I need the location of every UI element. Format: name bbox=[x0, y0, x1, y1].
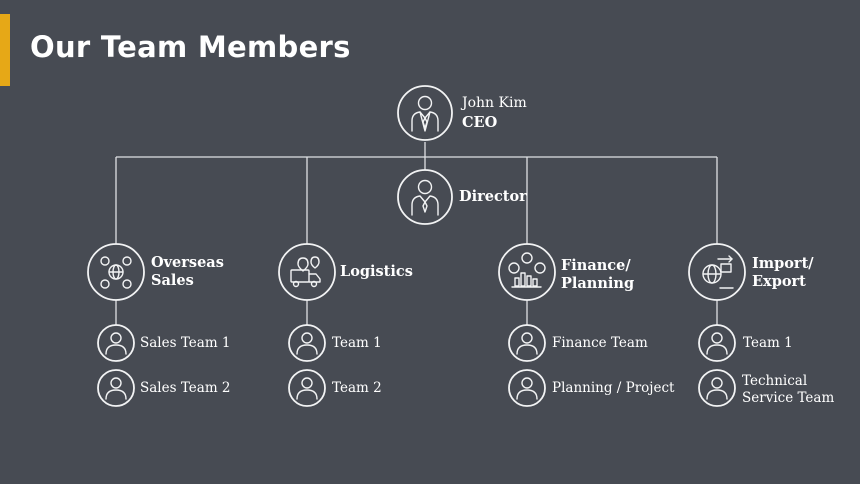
delivery-truck-icon bbox=[290, 256, 321, 288]
dept-node-overseas-sales bbox=[87, 243, 145, 301]
ceo-node bbox=[397, 85, 453, 141]
dept-label-finance-line2: Planning bbox=[561, 275, 635, 292]
dept-label-import-line1: Import/ bbox=[752, 255, 814, 272]
finance-chart-icon bbox=[508, 252, 546, 288]
ceo-role: CEO bbox=[462, 114, 498, 131]
dept-node-import-export bbox=[688, 243, 746, 301]
team-label-import-1: Team 1 bbox=[743, 335, 793, 351]
director-label: Director bbox=[459, 188, 527, 205]
dept-label-overseas-line2: Sales bbox=[151, 272, 194, 289]
director-node bbox=[397, 169, 453, 225]
dept-label-overseas-line1: Overseas bbox=[151, 254, 224, 271]
team-node-finance-2 bbox=[508, 369, 546, 407]
person-icon bbox=[296, 332, 318, 355]
team-node-overseas-2 bbox=[97, 369, 135, 407]
title-accent-bar bbox=[0, 14, 10, 86]
team-node-logistics-2 bbox=[288, 369, 326, 407]
team-label-overseas-1: Sales Team 1 bbox=[140, 335, 231, 351]
global-network-icon bbox=[100, 256, 132, 289]
team-label-finance-1: Finance Team bbox=[552, 335, 648, 351]
page-title: Our Team Members bbox=[30, 30, 351, 64]
team-label-finance-2: Planning / Project bbox=[552, 380, 675, 396]
team-node-overseas-1 bbox=[97, 324, 135, 362]
team-label-overseas-2: Sales Team 2 bbox=[140, 380, 231, 396]
team-label-import-2-line1: Technical bbox=[742, 373, 808, 389]
person-icon bbox=[516, 377, 538, 400]
person-icon bbox=[706, 332, 728, 355]
dept-label-logistics: Logistics bbox=[340, 263, 413, 280]
dept-node-logistics bbox=[278, 243, 336, 301]
team-node-finance-1 bbox=[508, 324, 546, 362]
team-label-import-2-line2: Service Team bbox=[742, 390, 835, 406]
dept-node-finance-planning bbox=[498, 243, 556, 301]
dept-label-import-line2: Export bbox=[752, 273, 806, 290]
person-icon bbox=[706, 377, 728, 400]
team-node-import-1 bbox=[698, 324, 736, 362]
person-icon bbox=[105, 332, 127, 355]
person-icon bbox=[105, 377, 127, 400]
ceo-name: John Kim bbox=[462, 95, 527, 111]
team-node-logistics-1 bbox=[288, 324, 326, 362]
connector-lines bbox=[115, 142, 718, 325]
team-label-logistics-1: Team 1 bbox=[332, 335, 382, 351]
team-node-import-2 bbox=[698, 369, 736, 407]
businessman-icon bbox=[411, 95, 439, 132]
person-icon bbox=[516, 332, 538, 355]
team-label-logistics-2: Team 2 bbox=[332, 380, 382, 396]
dept-label-finance-line1: Finance/ bbox=[561, 257, 631, 274]
person-icon bbox=[296, 377, 318, 400]
global-trade-icon bbox=[702, 255, 734, 289]
businessman-icon bbox=[411, 179, 439, 216]
